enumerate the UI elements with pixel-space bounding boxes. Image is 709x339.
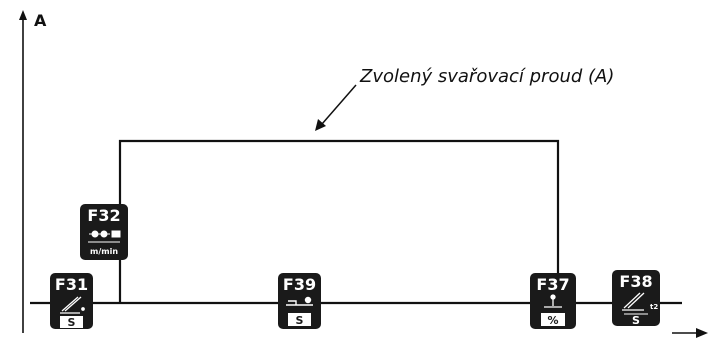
badge-f38-code: F38 <box>619 272 652 291</box>
annotation-label: Zvolený svařovací proud (A) <box>359 66 614 87</box>
badge-f38: F38 t2 S <box>612 270 660 327</box>
badge-f32-code: F32 <box>87 206 120 225</box>
badge-f39: F39 S <box>278 273 321 329</box>
crater-current-icon <box>544 294 562 308</box>
annotation-arrow-icon <box>315 119 326 131</box>
badge-f31-code: F31 <box>55 275 88 294</box>
y-axis-label: A <box>34 11 47 30</box>
t-axis-arrow-icon <box>696 328 708 338</box>
svg-text:t2: t2 <box>650 303 658 311</box>
current-profile-line <box>118 139 560 303</box>
badge-f31-unit: S <box>68 316 76 329</box>
hot-start-icon <box>286 296 313 306</box>
badge-f37-unit: % <box>547 314 558 327</box>
y-axis-arrow-icon <box>19 10 27 20</box>
badge-f32-unit: m/min <box>90 247 118 256</box>
annotation-pointer <box>321 84 357 125</box>
badge-f31: F31 S <box>50 273 93 329</box>
badge-f39-code: F39 <box>283 275 316 294</box>
torch-pre-gas-icon <box>60 296 85 314</box>
wire-feed-icon <box>89 230 121 238</box>
badge-f32: F32 m/min <box>80 204 128 260</box>
badge-f38-unit: S <box>632 314 640 327</box>
badge-f39-unit: S <box>296 314 304 327</box>
badge-f37-code: F37 <box>536 275 569 294</box>
post-gas-t2-icon: t2 <box>622 292 658 311</box>
badge-f37: F37 % <box>530 273 576 329</box>
